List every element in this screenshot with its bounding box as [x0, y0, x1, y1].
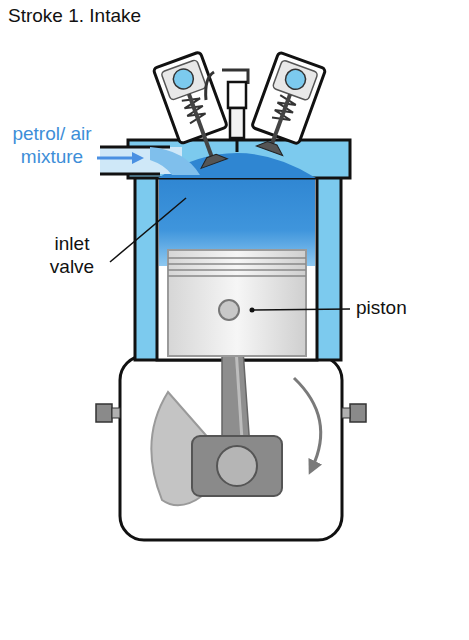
plug-body	[230, 108, 244, 138]
port-wall	[100, 173, 160, 176]
spark-plug	[206, 70, 248, 152]
rotation-arrow	[294, 378, 321, 468]
mixture-flow	[150, 147, 200, 175]
plug-lead	[206, 72, 214, 100]
diagram-title: Stroke 1. Intake	[8, 4, 248, 27]
piston-ring	[168, 275, 306, 277]
piston-ring	[168, 269, 306, 271]
port-wall	[100, 146, 170, 149]
leader-line	[110, 198, 186, 262]
valve-head	[256, 138, 285, 155]
part-label: inlet valve	[36, 232, 108, 278]
valve-stem	[189, 94, 212, 158]
plug-electrode	[236, 138, 239, 152]
leader-dot	[250, 308, 255, 313]
piston-ring	[168, 257, 306, 259]
water-jacket	[135, 176, 341, 360]
leader-line	[252, 309, 350, 310]
part-label: piston	[356, 296, 456, 319]
flow-label: petrol/ air mixture	[6, 122, 98, 168]
piston-body	[168, 250, 306, 356]
crankpin	[217, 446, 257, 486]
cylinder-bore	[157, 176, 317, 360]
bolt	[350, 404, 366, 422]
cam	[171, 66, 197, 92]
valve-head	[198, 151, 227, 168]
rocker	[161, 59, 207, 100]
rocker	[272, 60, 318, 101]
valve-stem	[271, 94, 290, 147]
intake-arrow	[97, 157, 138, 160]
bolt	[342, 408, 350, 418]
gudgeon-pin	[219, 300, 239, 320]
big-end	[192, 436, 282, 496]
bolt	[96, 404, 112, 422]
exhaust-valve-gear	[246, 52, 326, 159]
plug-insulator	[228, 82, 246, 108]
cam	[283, 67, 309, 93]
piston-ring	[168, 263, 306, 265]
bolt	[112, 408, 120, 418]
